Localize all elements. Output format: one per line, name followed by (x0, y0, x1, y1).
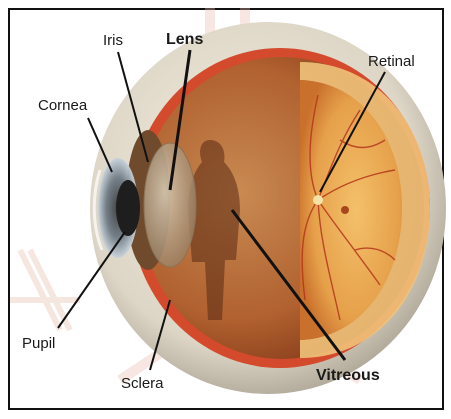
pupil (116, 180, 140, 236)
macula (341, 206, 349, 214)
cornea-label: Cornea (38, 97, 88, 114)
sclera-label: Sclera (121, 375, 164, 392)
iris-label: Iris (103, 32, 123, 49)
lens-label: Lens (166, 31, 203, 48)
retinal-label: Retinal (368, 53, 415, 70)
pupil-label: Pupil (22, 335, 55, 352)
optic-disc (313, 195, 323, 205)
lens-body (144, 143, 196, 267)
vitreous-label: Vitreous (316, 367, 380, 384)
